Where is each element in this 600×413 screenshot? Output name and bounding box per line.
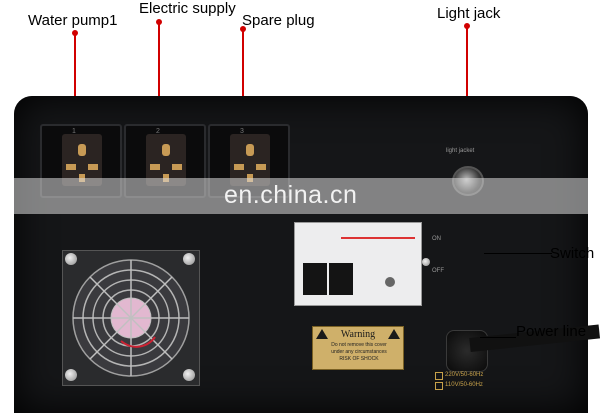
water-pump-label: Water pump1 <box>28 12 118 29</box>
socket-number: 1 <box>72 128 76 135</box>
warning-triangle-icon <box>316 329 328 339</box>
warning-triangle-icon <box>388 329 400 339</box>
socket-pin <box>256 164 266 170</box>
switch-on-marker: ON <box>432 236 441 242</box>
socket-face <box>62 134 102 186</box>
breaker-toggle-right[interactable] <box>329 263 353 295</box>
fan-screw <box>183 369 195 381</box>
socket-pin <box>234 164 244 170</box>
warning-plate: Warning Do not remove this cover under a… <box>312 326 404 370</box>
switch-screw <box>422 258 430 266</box>
breaker-stripe <box>341 237 415 239</box>
spare-plug-leader-line <box>242 28 244 134</box>
socket-pin <box>246 144 254 156</box>
voltage-option-2-box <box>435 382 443 390</box>
warning-line: under any circumstances <box>331 349 387 355</box>
voltage-selector[interactable]: 220V/50-60Hz 110V/50-60Hz <box>435 372 503 392</box>
light-jack-leader-dot <box>464 23 470 29</box>
water-pump-leader-line <box>74 33 76 133</box>
power-line-label: Power line <box>516 323 587 340</box>
socket-pin <box>162 144 170 156</box>
watermark-band <box>14 178 588 214</box>
fan-grille-icon <box>72 259 190 377</box>
electric-supply-label: Electric supply <box>139 0 236 17</box>
spare-plug-leader-dot <box>240 26 246 32</box>
circuit-breaker-switch[interactable] <box>294 222 422 306</box>
light-jack-caption: light jacket <box>446 148 475 154</box>
fan-screw <box>65 369 77 381</box>
socket-pin <box>78 144 86 156</box>
voltage-option-2: 110V/50-60Hz <box>445 382 483 388</box>
cooling-fan <box>62 250 200 386</box>
breaker-toggle-left[interactable] <box>303 263 327 295</box>
socket-number: 2 <box>156 128 160 135</box>
switch-leader-line <box>484 253 552 254</box>
light-jack-label: Light jack <box>437 5 501 22</box>
watermark-text: en.china.cn <box>224 181 358 209</box>
voltage-option-1-box <box>435 372 443 380</box>
socket-pin <box>172 164 182 170</box>
fan-screw <box>183 253 195 265</box>
warning-line: RISK OF SHOCK <box>339 356 379 362</box>
warning-line: Do not remove this cover <box>331 342 387 348</box>
breaker-test-button[interactable] <box>385 277 395 287</box>
socket-face <box>230 134 270 186</box>
warning-title: Warning <box>340 329 376 340</box>
voltage-option-1: 220V/50-60Hz <box>445 372 484 378</box>
socket-face <box>146 134 186 186</box>
electric-supply-leader-dot <box>156 19 162 25</box>
socket-pin <box>88 164 98 170</box>
socket-number: 3 <box>240 128 244 135</box>
switch-off-marker: OFF <box>432 268 444 274</box>
electric-supply-leader-line <box>158 22 160 134</box>
power-line-leader-line <box>480 337 516 338</box>
spare-plug-label: Spare plug <box>242 12 315 29</box>
socket-pin <box>150 164 160 170</box>
socket-pin <box>66 164 76 170</box>
water-pump-leader-dot <box>72 30 78 36</box>
warning-text: Do not remove this cover under any circu… <box>319 342 399 363</box>
switch-label: Switch <box>550 245 595 262</box>
fan-screw <box>65 253 77 265</box>
